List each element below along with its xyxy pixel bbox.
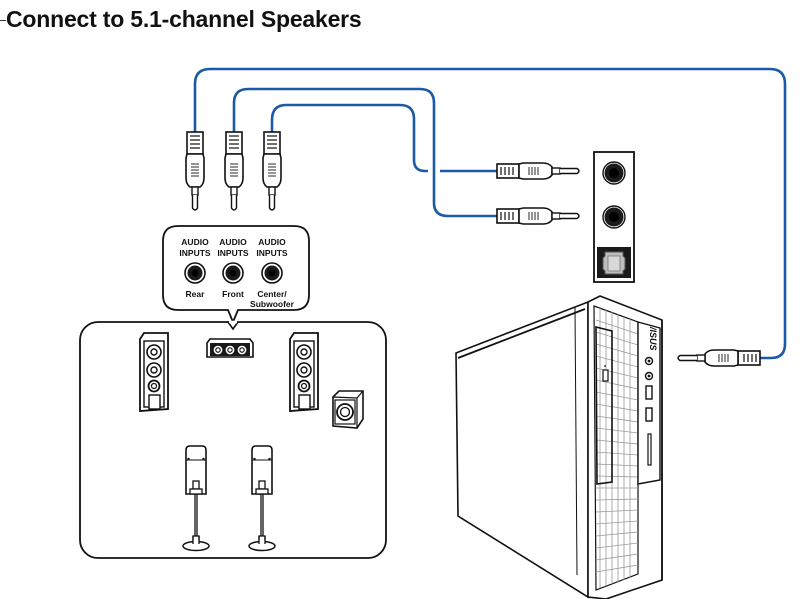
input-front-label-2: INPUTS	[217, 248, 249, 258]
input-center-label-1: AUDIO	[258, 237, 286, 247]
input-rear-channel: Rear	[186, 289, 206, 299]
desktop-computer: /ISUS	[455, 295, 663, 599]
audio-jack-upper[interactable]	[602, 161, 626, 185]
title-marker	[0, 20, 6, 21]
cable-rear	[193, 67, 787, 360]
card-reader-slot[interactable]	[647, 433, 652, 466]
speaker-room	[79, 320, 387, 559]
receiver-input-panel: AUDIO INPUTS Rear AUDIO INPUTS Front AUD…	[162, 225, 310, 325]
optical-drive[interactable]	[595, 325, 613, 485]
input-front-label-1: AUDIO	[219, 237, 247, 247]
front-grille	[593, 305, 639, 591]
audio-jack-lower[interactable]	[602, 205, 626, 229]
cable-center	[270, 103, 428, 173]
input-center-channel: Center/	[257, 289, 287, 299]
input-center-label-2: INPUTS	[256, 248, 288, 258]
plug-center	[262, 131, 282, 211]
tower-speaker-icon	[289, 332, 319, 412]
front-mic-jack[interactable]	[644, 371, 654, 381]
input-rear-label-2: INPUTS	[179, 248, 211, 258]
jack-center-subwoofer[interactable]	[261, 262, 283, 284]
plug-front	[224, 131, 244, 211]
front-audio-jack[interactable]	[644, 356, 654, 366]
pc-audio-panel	[593, 151, 635, 283]
cables	[193, 67, 787, 360]
subwoofer-icon	[332, 390, 364, 429]
brand-logo: /ISUS	[648, 326, 658, 351]
usb-port[interactable]	[645, 385, 653, 400]
tower-speaker-icon	[139, 332, 169, 412]
page-title: Connect to 5.1-channel Speakers	[6, 6, 362, 32]
optical-spdif-port[interactable]	[597, 247, 631, 278]
plug-to-pc-upper	[496, 162, 580, 180]
plug-to-pc-front	[677, 349, 761, 367]
plug-rear	[185, 131, 205, 211]
jack-rear[interactable]	[184, 262, 206, 284]
cable-front	[232, 87, 497, 218]
center-speaker-icon	[206, 338, 254, 358]
front-io-strip: /ISUS	[637, 321, 661, 485]
plug-to-pc-lower	[496, 207, 580, 225]
input-center-channel-2: Subwoofer	[250, 299, 295, 309]
input-front-channel: Front	[222, 289, 244, 299]
jack-front[interactable]	[222, 262, 244, 284]
usb-port[interactable]	[645, 407, 653, 422]
input-rear-label-1: AUDIO	[181, 237, 209, 247]
